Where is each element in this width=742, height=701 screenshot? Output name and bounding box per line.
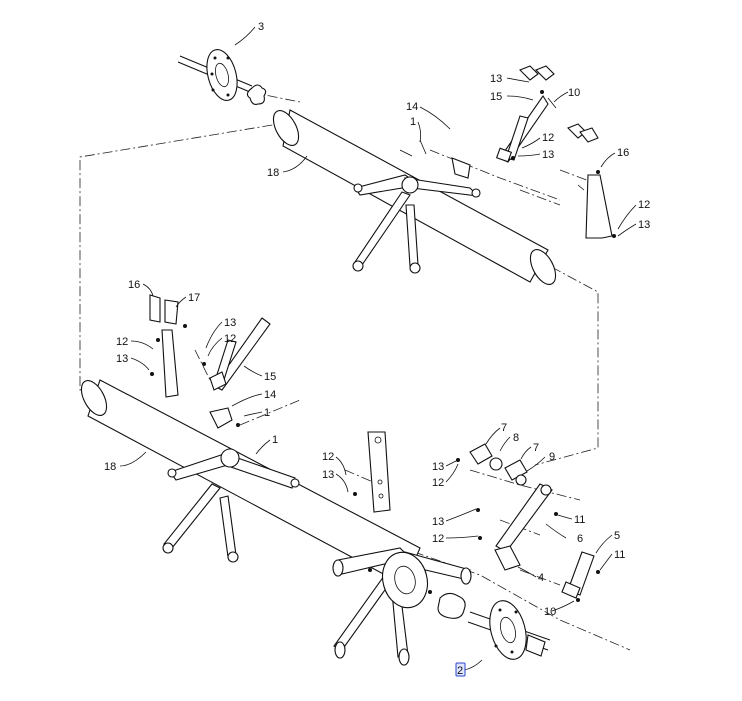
callout-13: 13 [638, 219, 650, 231]
callout-10: 10 [568, 87, 580, 99]
callout-1: 1 [272, 434, 278, 446]
top-right-post [567, 123, 616, 239]
callout-14: 14 [406, 101, 418, 113]
callout-13: 13 [322, 469, 334, 481]
callout-1: 1 [264, 407, 270, 419]
callout-12: 12 [432, 477, 444, 489]
bracket-5 [561, 551, 600, 602]
callout-12: 12 [638, 199, 650, 211]
callout-13: 13 [224, 317, 236, 329]
lower-spider-left [162, 448, 300, 563]
lower-shaft-flange [437, 592, 551, 660]
callout-2: 2 [457, 665, 463, 677]
lower-spider-right [332, 547, 472, 666]
callout-12: 12 [432, 533, 444, 545]
top-tube [272, 109, 557, 285]
lower-left-bracket [202, 317, 271, 391]
callout-12: 12 [224, 333, 236, 345]
callout-9: 9 [549, 451, 555, 463]
callout-5: 5 [614, 530, 620, 542]
bracket-4 [494, 545, 521, 571]
callout-15: 15 [264, 371, 276, 383]
callout-13: 13 [542, 149, 554, 161]
callout-17: 17 [188, 292, 200, 304]
callout-13: 13 [116, 353, 128, 365]
callout-16: 16 [617, 147, 629, 159]
small-bracket-14 [209, 407, 240, 429]
callout-11: 11 [574, 514, 585, 526]
callout-12: 12 [542, 132, 554, 144]
top-shaft-assembly [177, 49, 267, 105]
callout-1: 1 [410, 116, 416, 128]
callout-15: 15 [490, 91, 502, 103]
callout-11: 11 [614, 549, 625, 561]
top-right-bracket [495, 65, 557, 163]
callout-16: 16 [128, 279, 140, 291]
middle-post [353, 431, 391, 513]
callout-8: 8 [513, 432, 519, 444]
callout-3: 3 [258, 21, 264, 33]
callout-18: 18 [104, 461, 116, 473]
callout-18: 18 [267, 167, 279, 179]
callout-7: 7 [533, 442, 539, 454]
callout-10: 10 [544, 606, 556, 618]
top-spider-arms [352, 139, 481, 274]
callout-13: 13 [490, 73, 502, 85]
lower-left-stand [149, 294, 187, 398]
callout-7: 7 [501, 422, 507, 434]
callout-12: 12 [322, 451, 334, 463]
bearing-parts [456, 443, 528, 486]
callout-2-highlight [455, 662, 466, 677]
callout-labels: 3 13 15 10 14 1 12 13 18 16 12 13 16 17 … [104, 21, 650, 677]
callout-13: 13 [432, 461, 444, 473]
callout-12: 12 [116, 336, 128, 348]
callout-14: 14 [264, 389, 276, 401]
callout-6: 6 [577, 533, 583, 545]
callout-leaders [119, 26, 637, 671]
callout-4: 4 [538, 572, 544, 584]
right-arm-6 [476, 483, 558, 553]
callout-13: 13 [432, 516, 444, 528]
